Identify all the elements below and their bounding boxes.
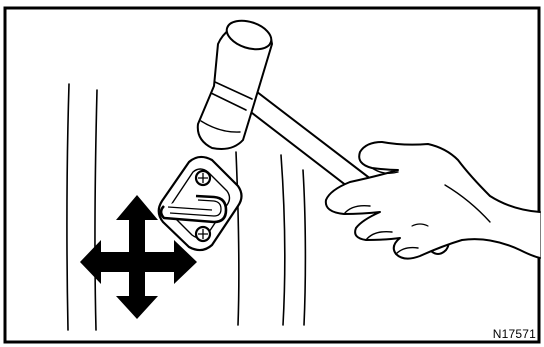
hand-icon bbox=[326, 142, 540, 259]
figure-code: N17571 bbox=[493, 327, 536, 341]
door-lock-striker-icon bbox=[159, 157, 242, 250]
